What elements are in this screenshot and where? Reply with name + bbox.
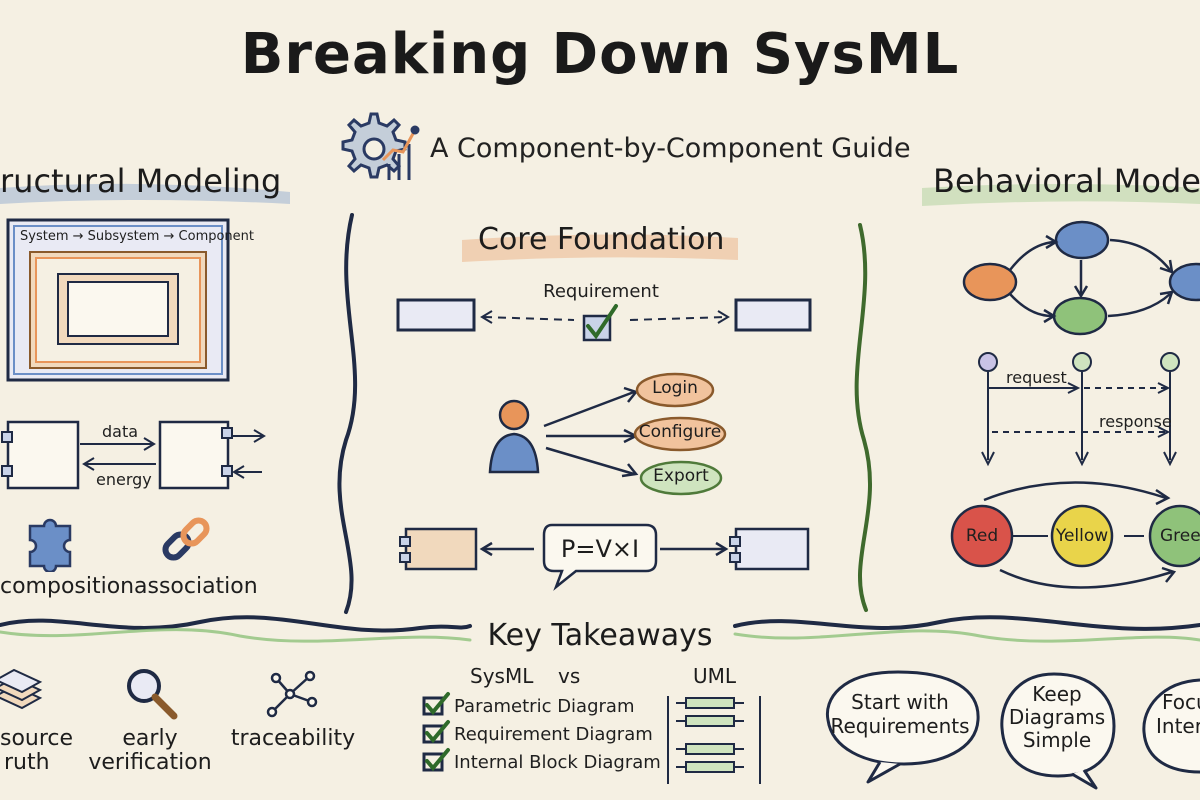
association-label: association <box>134 574 258 599</box>
use-case-export: Export <box>653 466 709 486</box>
takeaways-heading: Key Takeaways <box>487 618 713 653</box>
checklist-internal-block: Internal Block Diagram <box>454 752 661 773</box>
tip-bubbles <box>825 670 1200 790</box>
state-machine-diagram <box>950 481 1200 589</box>
page-title: Breaking Down SysML <box>240 22 960 87</box>
sequence-request-label: request <box>1006 368 1067 387</box>
tip-start-line2: Requirements <box>830 714 970 738</box>
composition-label: composition <box>0 574 135 599</box>
requirement-trace-diagram <box>396 298 812 342</box>
activity-diagram <box>962 220 1200 336</box>
chain-link-icon <box>162 517 210 561</box>
benefit-early-verification-line2: verification <box>88 750 212 775</box>
checklist-checks <box>422 692 450 772</box>
use-case-configure: Configure <box>638 422 722 442</box>
compare-uml: UML <box>693 664 737 688</box>
tip-start-line1: Start with <box>851 690 949 714</box>
page-subtitle: A Component-by-Component Guide <box>430 133 911 164</box>
layers-icon <box>0 668 43 710</box>
requirement-label: Requirement <box>543 281 659 302</box>
gear-chart-icon <box>341 112 420 180</box>
structural-heading: ructural Modeling <box>0 162 282 200</box>
tip-keep-line1: Keep <box>1032 682 1082 706</box>
core-heading: Core Foundation <box>478 222 725 257</box>
checklist-requirement: Requirement Diagram <box>454 724 653 745</box>
sequence-response-label: response <box>1099 412 1172 431</box>
compare-sysml: SysML <box>470 664 534 688</box>
nested-blocks-label: System → Subsystem → Component <box>20 229 255 244</box>
behavioral-heading-highlight <box>922 184 1200 206</box>
flow-ports-diagram <box>1 420 266 490</box>
uml-icon-stack <box>667 696 761 784</box>
benefit-single-source-line1: source <box>0 726 74 751</box>
state-red: Red <box>965 526 999 546</box>
checklist-parametric: Parametric Diagram <box>454 696 635 717</box>
behavioral-heading: Behavioral Modeli <box>933 162 1200 200</box>
core-heading-highlight <box>462 234 738 262</box>
person-icon <box>488 399 540 474</box>
tip-keep-line2: Diagrams <box>1008 705 1106 729</box>
checkbox-icon <box>582 304 618 342</box>
benefit-single-source-line2: ruth <box>4 750 50 775</box>
state-green: Gree <box>1160 526 1200 546</box>
benefit-traceability: traceability <box>230 726 356 751</box>
benefit-early-verification-line1: early <box>122 726 178 751</box>
network-icon <box>266 670 318 718</box>
state-yellow: Yellow <box>1055 526 1109 546</box>
structural-heading-highlight <box>0 183 290 204</box>
compare-vs: vs <box>558 664 581 688</box>
parametric-diagram <box>399 523 810 591</box>
tip-keep-line3: Simple <box>1022 728 1092 752</box>
nested-blocks-diagram <box>6 218 230 382</box>
sequence-diagram <box>978 352 1180 467</box>
magnifier-icon <box>127 669 178 720</box>
puzzle-icon <box>28 518 72 572</box>
flow-energy-label: energy <box>96 470 152 489</box>
flow-data-label: data <box>102 422 139 441</box>
tip-focus-line1: Focu <box>1162 690 1200 714</box>
use-case-login: Login <box>652 378 698 398</box>
equation-text: P=V×I <box>560 535 640 563</box>
use-case-diagram <box>488 372 727 496</box>
tip-focus-line2: Inter <box>1156 714 1200 738</box>
